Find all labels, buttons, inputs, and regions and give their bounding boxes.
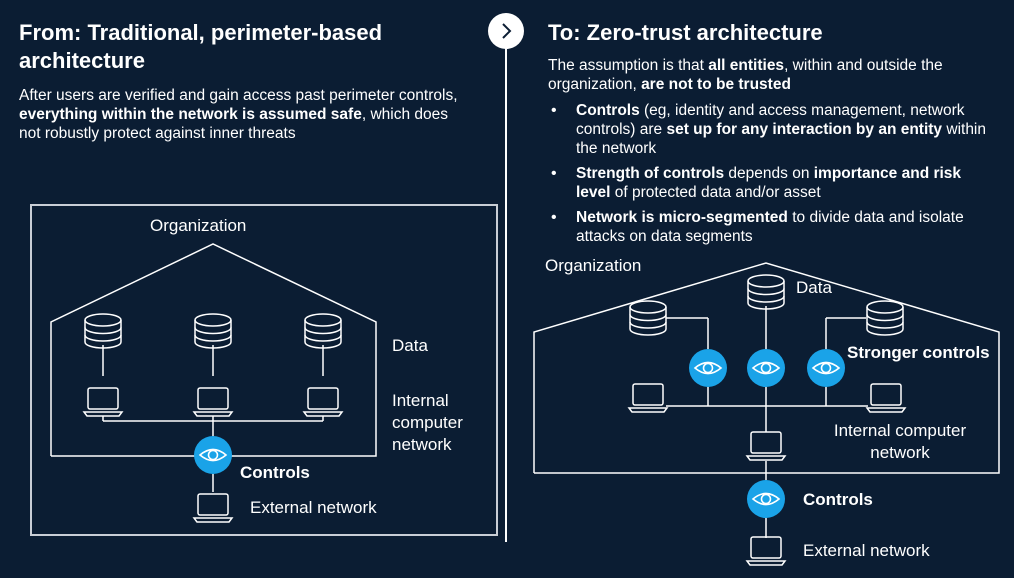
right-title: To: Zero-trust architecture xyxy=(548,20,823,45)
bullet-text: of protected data and/or asset xyxy=(610,184,821,201)
left-data-label: Data xyxy=(392,336,428,355)
laptop-icon xyxy=(303,387,343,417)
left-network-label-line2: computer xyxy=(392,413,463,432)
database-icon xyxy=(84,313,122,349)
laptop-icon xyxy=(746,536,786,566)
left-desc-line1: After users are verified and gain access… xyxy=(19,87,458,104)
left-desc-bold: everything within the network is assumed… xyxy=(19,106,362,123)
right-intro-part2: , within and outside the xyxy=(784,57,943,74)
database-icon xyxy=(194,313,232,349)
left-title-line2: architecture xyxy=(19,48,145,73)
laptop-icon xyxy=(83,387,123,417)
left-diagram-frame xyxy=(30,204,498,536)
bullet-text: to divide data and isolate attacks on da… xyxy=(576,209,964,245)
left-controls-label: Controls xyxy=(240,463,310,482)
left-desc-line2: everything within the network is assumed… xyxy=(19,105,499,124)
right-intro-part1: The assumption is that xyxy=(548,57,709,74)
bullet-bold: Controls xyxy=(576,102,640,119)
laptop-icon xyxy=(866,383,906,413)
left-title: From: Traditional, perimeter-based archi… xyxy=(19,19,489,75)
laptop-icon xyxy=(193,387,233,417)
left-desc-line3: not robustly protect against inner threa… xyxy=(19,125,296,142)
database-icon xyxy=(866,300,904,336)
right-intro-bold2: are not to be trusted xyxy=(641,76,791,93)
right-intro-bold1: all entities xyxy=(708,57,785,74)
left-network-label: Internal computer network xyxy=(392,390,463,456)
right-controls-label: Controls xyxy=(803,490,873,509)
laptop-icon xyxy=(628,383,668,413)
right-intro: The assumption is that all entities, wit… xyxy=(548,56,998,94)
bullet-text: depends on xyxy=(724,165,814,182)
left-title-line1: From: Traditional, perimeter-based xyxy=(19,20,383,45)
center-divider xyxy=(505,30,507,542)
left-network-label-line3: network xyxy=(392,435,452,454)
bullet-item: Network is micro-segmented to divide dat… xyxy=(548,208,998,246)
left-organization-label: Organization xyxy=(150,216,247,235)
right-bullet-list: Controls (eg, identity and access manage… xyxy=(548,101,998,252)
bullet-text: within the network xyxy=(576,121,986,157)
left-description: After users are verified and gain access… xyxy=(19,86,499,143)
right-network-label: Internal computer network xyxy=(820,420,980,464)
eye-icon xyxy=(746,348,786,388)
database-icon xyxy=(304,313,342,349)
left-external-label: External network xyxy=(250,498,377,517)
right-network-label-line2: network xyxy=(870,443,930,462)
database-icon xyxy=(747,274,785,310)
bullet-text: (eg, identity and access management, net… xyxy=(576,102,965,138)
chevron-right-icon xyxy=(488,13,524,49)
right-intro-line1: The assumption is that all entities, wit… xyxy=(548,56,998,75)
bullet-bold: set up for any interaction by an entity xyxy=(666,121,943,138)
eye-icon xyxy=(193,435,233,475)
bullet-bold: importance and risk level xyxy=(576,165,962,201)
eye-icon xyxy=(688,348,728,388)
laptop-icon xyxy=(193,493,233,523)
eye-icon xyxy=(746,479,786,519)
right-organization-house xyxy=(533,262,1000,474)
right-external-label: External network xyxy=(803,541,930,560)
bullet-item: Strength of controls depends on importan… xyxy=(548,164,998,202)
bullet-item: Controls (eg, identity and access manage… xyxy=(548,101,998,158)
eye-icon xyxy=(806,348,846,388)
bullet-bold: Strength of controls xyxy=(576,165,725,182)
right-network-label-line1: Internal computer xyxy=(833,421,967,440)
right-intro-line2: organization, are not to be trusted xyxy=(548,75,998,94)
laptop-icon xyxy=(746,431,786,461)
left-desc-part2: , which does xyxy=(361,106,448,123)
bullet-bold: Network is micro-segmented xyxy=(576,209,788,226)
right-intro-part3: organization, xyxy=(548,76,642,93)
database-icon xyxy=(629,300,667,336)
stronger-controls-label: Stronger controls xyxy=(847,343,990,362)
left-network-label-line1: Internal xyxy=(392,391,449,410)
right-organization-label: Organization xyxy=(545,256,642,275)
left-organization-house xyxy=(50,243,377,457)
right-data-label: Data xyxy=(796,278,832,297)
